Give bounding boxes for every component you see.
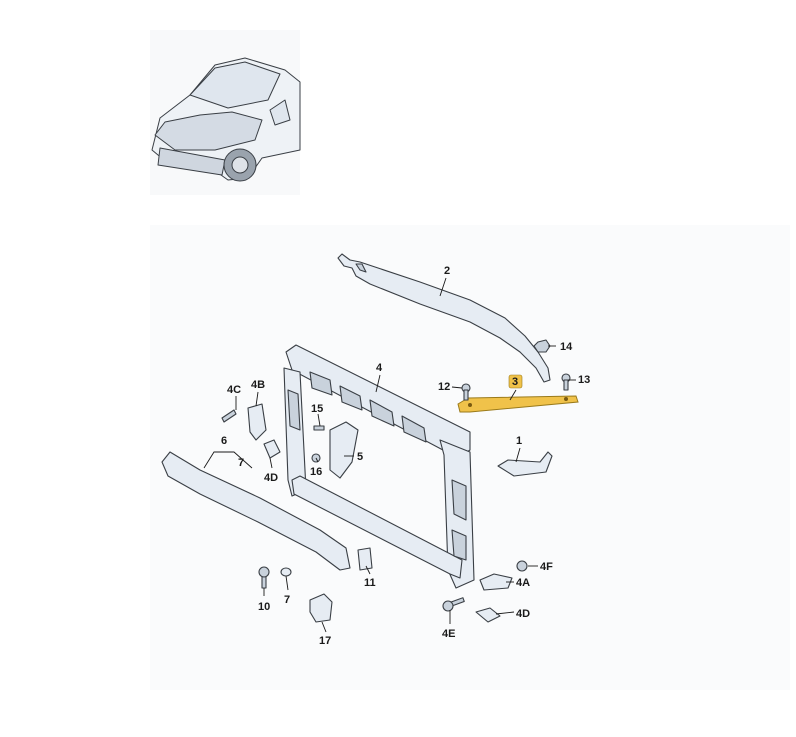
part-4-lock-carrier <box>283 344 475 589</box>
label-4E: 4E <box>442 628 455 640</box>
part-1-bracket <box>497 451 553 477</box>
label-4D-right: 4D <box>516 608 530 620</box>
label-1: 1 <box>516 435 522 447</box>
label-13: 13 <box>578 374 590 386</box>
label-7-bottom: 7 <box>284 594 290 606</box>
part-2-upper-crossmember <box>337 253 551 383</box>
label-6: 6 <box>221 435 227 447</box>
label-4C: 4C <box>227 384 241 396</box>
svg-text:3: 3 <box>512 376 518 388</box>
label-4D-left: 4D <box>264 472 278 484</box>
label-5: 5 <box>357 451 363 463</box>
label-4: 4 <box>376 362 383 374</box>
hardware-parts <box>221 339 571 623</box>
label-12: 12 <box>438 381 450 393</box>
label-10: 10 <box>258 601 270 613</box>
label-4F: 4F <box>540 561 553 573</box>
label-15: 15 <box>311 403 323 415</box>
part-6-bumper-beam <box>161 451 351 571</box>
callout-labels: 2 4 3 1 14 13 12 15 5 16 4C 4B 6 7 4D 10… <box>221 265 590 647</box>
leader-lines <box>203 277 576 633</box>
label-3-highlighted: 3 <box>508 374 523 389</box>
label-4B: 4B <box>251 379 265 391</box>
car-illustration <box>151 57 301 182</box>
label-2: 2 <box>444 265 450 277</box>
label-17: 17 <box>319 635 331 647</box>
label-14: 14 <box>560 341 573 353</box>
label-11: 11 <box>364 577 376 589</box>
label-4A: 4A <box>516 577 530 589</box>
part-5-center-bracket <box>329 421 359 479</box>
label-7-top: 7 <box>238 457 244 469</box>
label-16: 16 <box>310 466 322 478</box>
